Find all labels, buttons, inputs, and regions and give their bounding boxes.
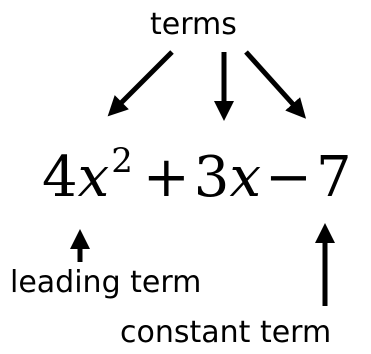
leading-term-label: leading term (10, 265, 202, 300)
minus-operator: − (265, 145, 312, 210)
term1-variable: x (77, 145, 110, 210)
arrow-to-first-term (107, 50, 174, 117)
polynomial-expression: 4x2+3x−7 (42, 144, 352, 206)
arrow-to-third-term (244, 50, 307, 119)
term1-exponent: 2 (111, 141, 133, 181)
constant-value: 7 (315, 145, 352, 210)
terms-label: terms (150, 7, 237, 42)
term1-coefficient: 4 (42, 145, 78, 210)
term2-coefficient: 3 (193, 145, 230, 210)
constant-term-label: constant term (120, 315, 332, 350)
plus-operator: + (142, 145, 190, 210)
term2-variable: x (229, 145, 262, 210)
